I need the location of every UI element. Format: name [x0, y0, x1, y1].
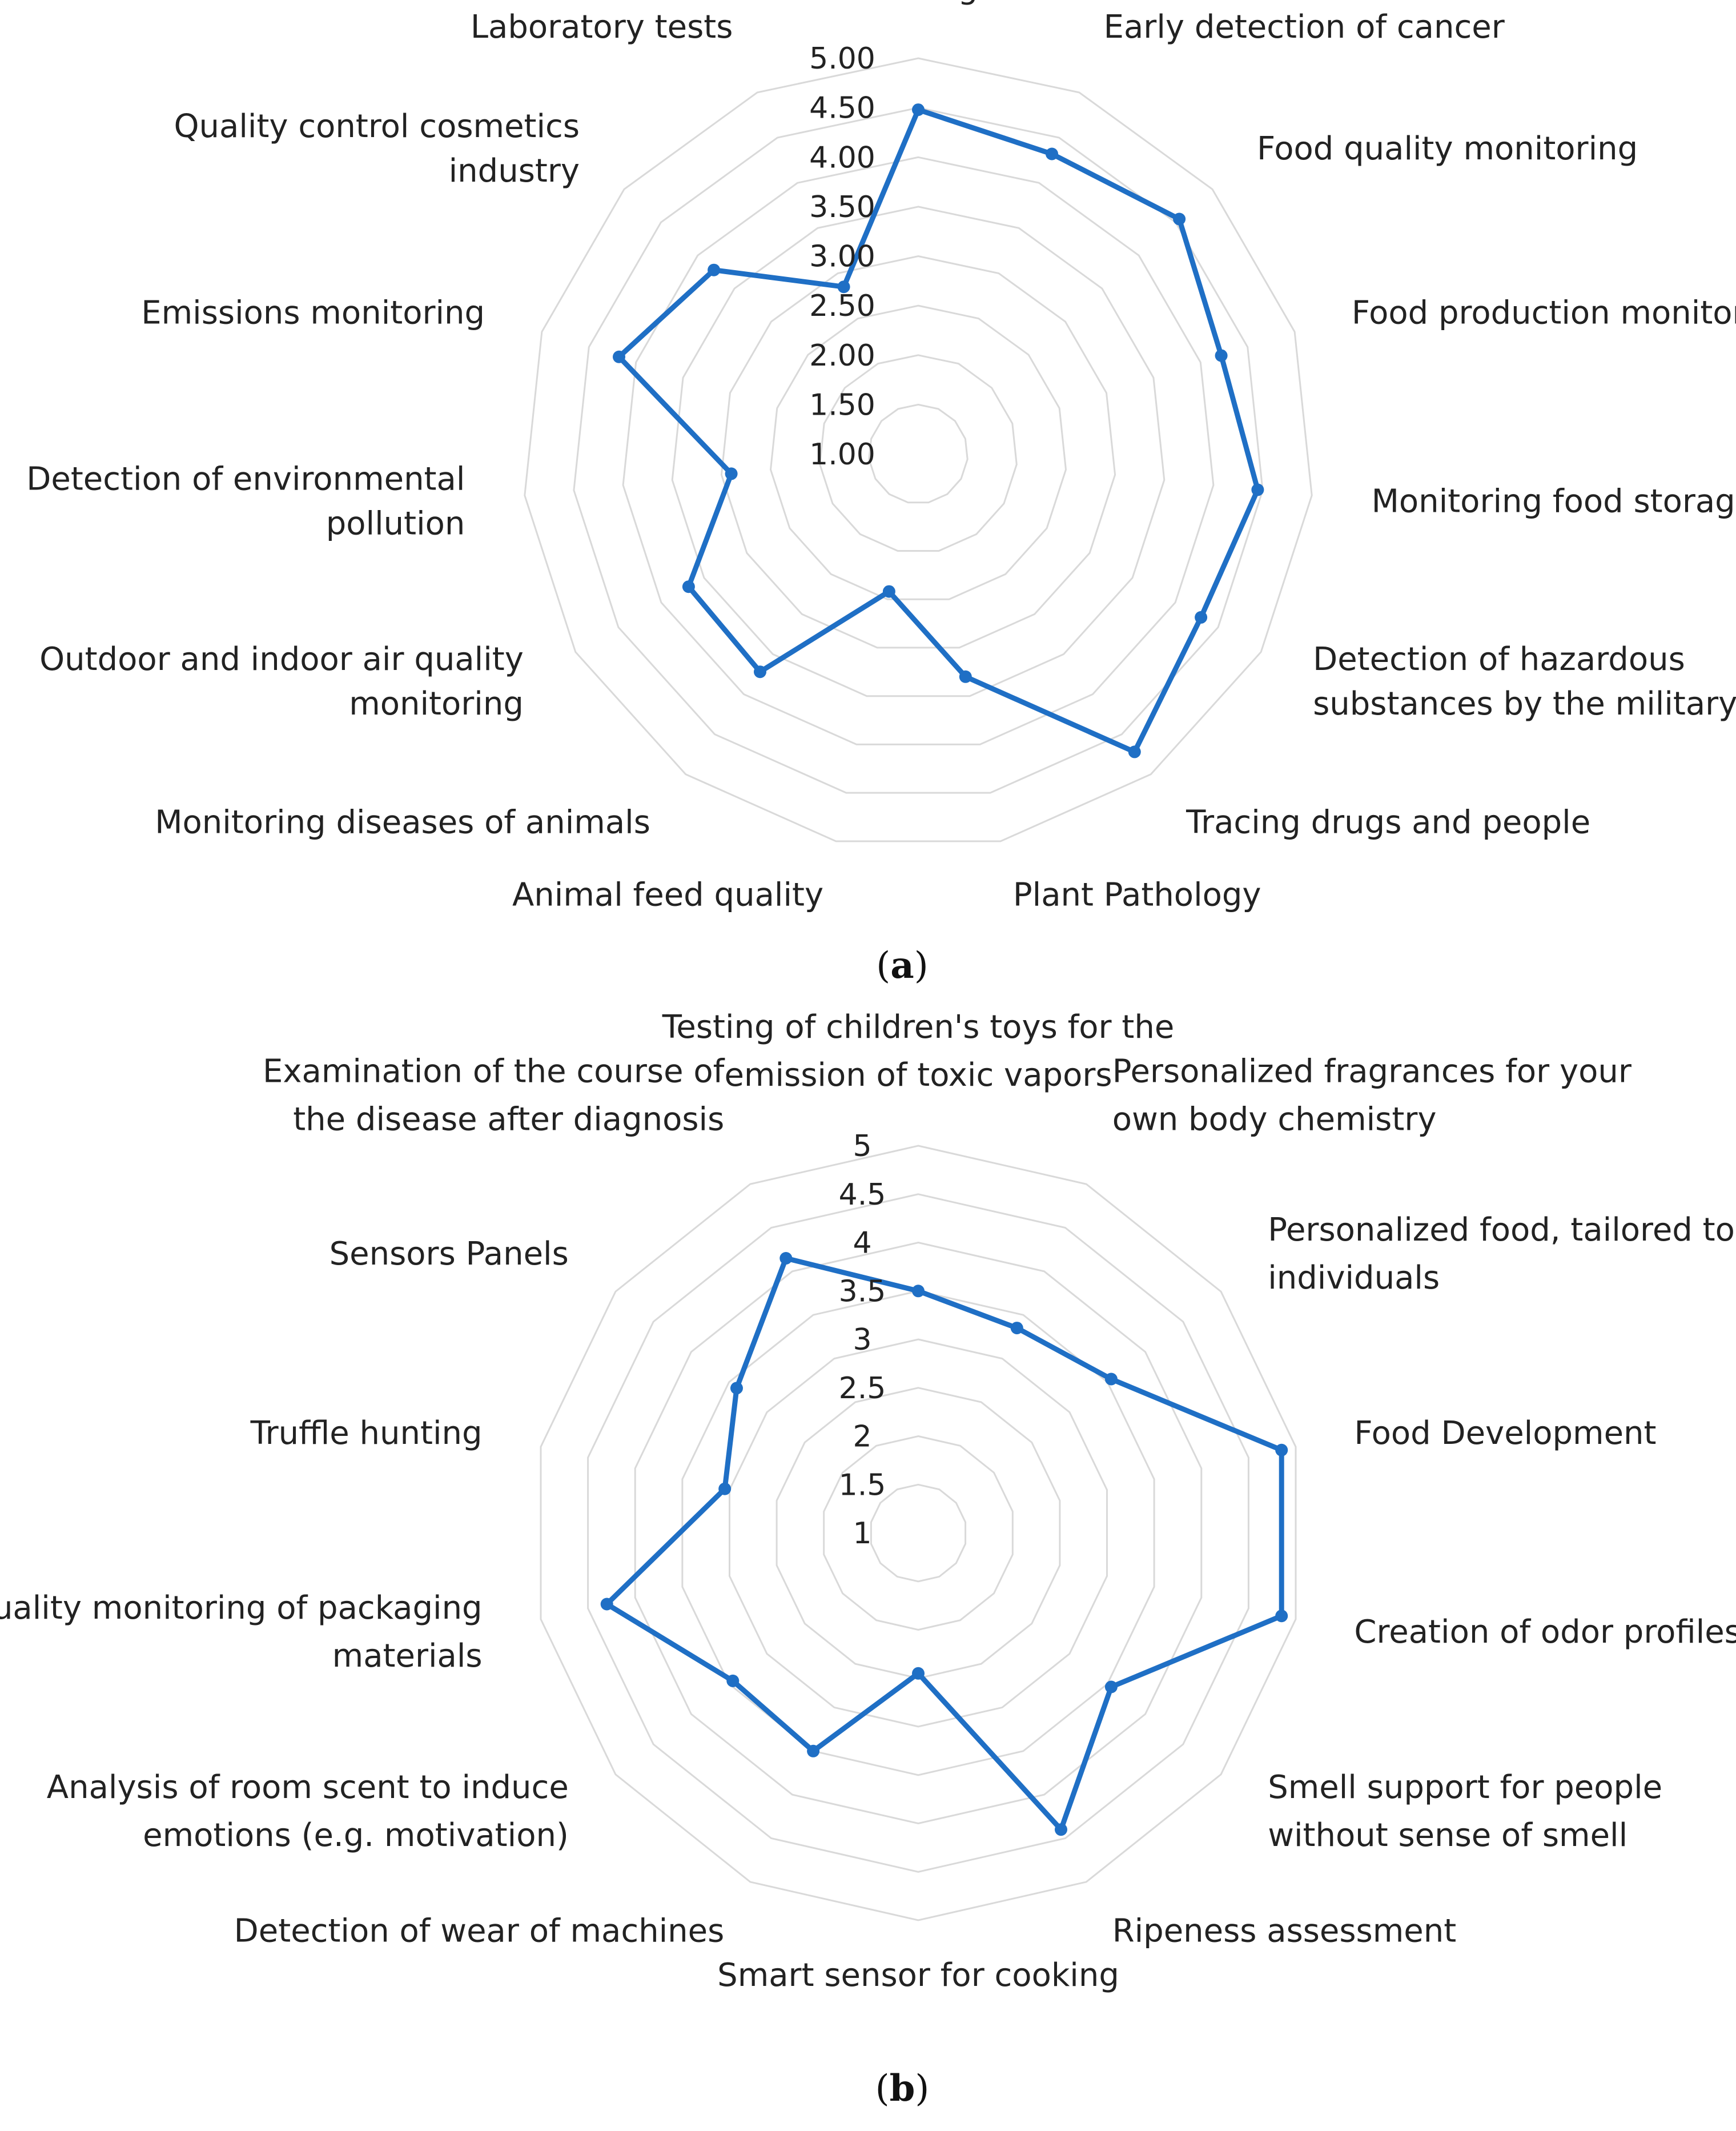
data-point [1195, 611, 1208, 624]
data-point [600, 1598, 613, 1611]
tick-label: 1.00 [809, 438, 875, 472]
category-label: Smart sensor for cooking [717, 1957, 1119, 1994]
tick-label: 4.5 [839, 1178, 886, 1212]
category-label: Medical diagnosis [777, 0, 1060, 6]
grid-ring [729, 1338, 1108, 1728]
grid-ring [681, 1290, 1155, 1776]
grid-ring [819, 354, 1018, 552]
series-line [604, 1255, 1284, 1832]
series-line [616, 107, 1260, 755]
data-point [1251, 483, 1264, 496]
grid-ring [769, 304, 1067, 600]
tick-label: 2 [853, 1420, 871, 1454]
data-point [682, 580, 695, 593]
data-point [1010, 1322, 1023, 1335]
data-point [1275, 1610, 1288, 1623]
data-point [959, 670, 972, 683]
tick-label: 2.5 [839, 1371, 886, 1406]
tick-label: 2.00 [809, 339, 875, 373]
grid-ring [775, 1387, 1061, 1679]
data-point [1104, 1680, 1118, 1693]
data-point [726, 1674, 740, 1687]
tick-label: 3.5 [839, 1274, 886, 1309]
data-point [1046, 147, 1058, 160]
data-point [1173, 212, 1186, 226]
category-label: Monitoring food storage [1372, 483, 1736, 520]
tick-label: 1.5 [839, 1468, 886, 1502]
grid-ring [587, 1193, 1249, 1873]
data-point [1215, 349, 1228, 362]
data-point [718, 1482, 732, 1495]
data-point [1128, 745, 1141, 759]
grid-ring [720, 255, 1116, 649]
grid-ring [622, 156, 1215, 745]
grid-ring [524, 57, 1313, 842]
category-label: Creation of odor profiles [1354, 1614, 1736, 1651]
grid-ring [870, 1483, 967, 1583]
data-point [779, 1252, 793, 1265]
category-label: Monitoring diseases of animals [155, 804, 650, 841]
data-point [754, 665, 766, 679]
category-label: Detection of wear of machines [234, 1913, 725, 1950]
data-point [1104, 1372, 1118, 1386]
tick-label: 4 [853, 1226, 871, 1261]
category-label: Laboratory tests [471, 9, 733, 46]
tick-label: 1 [853, 1516, 871, 1551]
category-label: Truffle hunting [250, 1415, 483, 1452]
data-point [882, 585, 895, 598]
category-label: Tracing drugs and people [1186, 804, 1590, 841]
tick-label: 4.50 [809, 91, 875, 126]
category-label: Plant Pathology [1013, 877, 1261, 914]
category-label: Ripeness assessment [1112, 1913, 1457, 1950]
grid-ring [823, 1435, 1014, 1631]
data-point [613, 350, 625, 363]
tick-label: 5 [853, 1129, 871, 1163]
panel-label-a: (a) [876, 944, 928, 987]
category-label: Emissions monitoring [141, 294, 485, 331]
data-point [1055, 1823, 1067, 1836]
tick-label: 2.50 [809, 289, 875, 323]
data-point [1275, 1443, 1288, 1456]
category-label: Food quality monitoring [1257, 130, 1638, 167]
category-label: Animal feed quality [512, 877, 823, 914]
data-point [837, 280, 850, 294]
tick-label: 3.00 [809, 240, 875, 274]
data-point [730, 1382, 743, 1395]
data-point [708, 263, 721, 276]
tick-label: 3 [853, 1323, 871, 1357]
grid-ring [671, 206, 1166, 697]
category-label: Sensors Panels [329, 1235, 569, 1273]
tick-label: 4.00 [809, 141, 875, 175]
category-label: Food production monitoring [1352, 294, 1736, 331]
data-point [912, 1667, 925, 1680]
grid-ring [540, 1145, 1297, 1921]
panel-label-b: (b) [875, 2067, 930, 2110]
tick-label: 5.00 [809, 42, 875, 76]
category-label: Early detection of cancer [1104, 9, 1505, 46]
radar-chart-a: 1.00 1.50 2.00 2.50 3.00 3.50 4.00 4.50 5.00 Medi… [26, 0, 1736, 914]
grid-ring [573, 107, 1264, 794]
tick-label: 3.50 [809, 190, 875, 224]
category-label: Food Development [1354, 1415, 1656, 1452]
tick-label: 1.50 [809, 388, 875, 422]
data-point [807, 1744, 820, 1757]
data-point [912, 103, 925, 117]
radar-chart-b: 1 1.5 2 2.5 3 3.5 4 4.5 5 Testing of children's t… [0, 1009, 1736, 1994]
grid-ring [868, 403, 969, 504]
grid-ring [634, 1241, 1203, 1825]
data-point [725, 467, 738, 480]
data-point [912, 1285, 925, 1298]
